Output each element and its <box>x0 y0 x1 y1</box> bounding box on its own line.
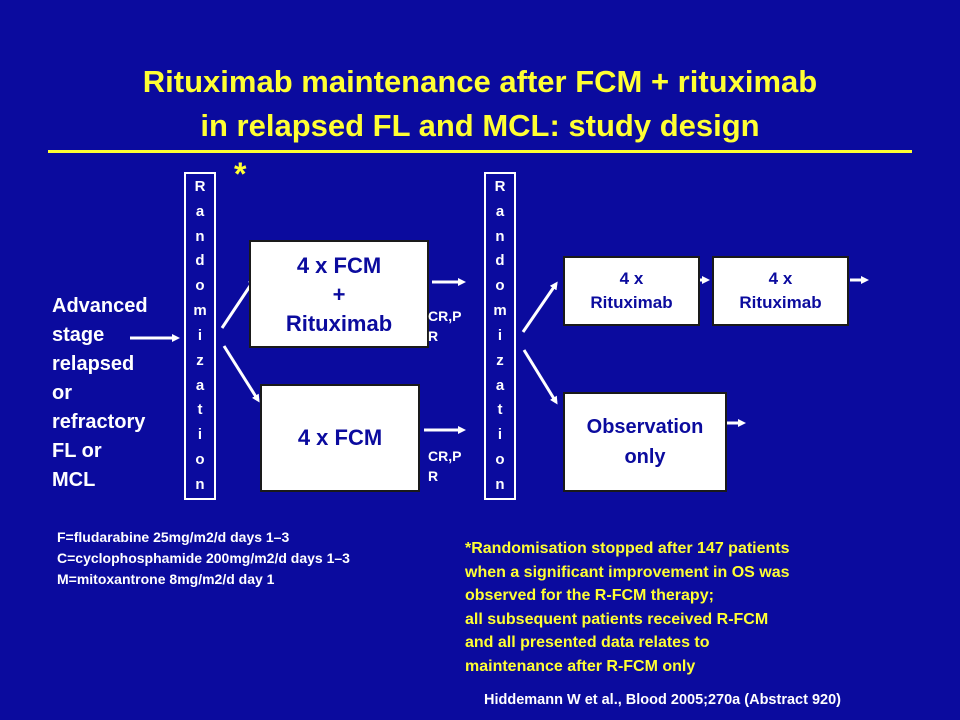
arm-fcm: 4 x FCM <box>260 384 420 492</box>
arrow-rand2-to-observation <box>522 349 558 405</box>
drug-legend: F=fludarabine 25mg/m2/d days 1–3 C=cyclo… <box>57 529 350 587</box>
arrow-rand-to-fcmr <box>220 277 256 329</box>
randomization-box-2: R a n d o m i z a t i o n <box>484 172 516 500</box>
citation: Hiddemann W et al., Blood 2005;270a (Abs… <box>484 692 841 708</box>
randomization-box-1: R a n d o m i z a t i o n <box>184 172 216 500</box>
randomisation-footnote: *Randomisation stopped after 147 patient… <box>465 540 790 675</box>
title-underline <box>48 150 912 153</box>
response-label-2: CR,P R <box>428 448 462 484</box>
maintenance-rituximab-2: 4 x Rituximab <box>712 256 849 326</box>
randomization-asterisk: * <box>234 156 247 192</box>
arm-fcm-rituximab: 4 x FCM + Rituximab <box>249 240 429 348</box>
response-label-1: CR,P R <box>428 308 462 344</box>
title-line-1: Rituximab maintenance after FCM + rituxi… <box>142 64 818 99</box>
maintenance-rituximab-1: 4 x Rituximab <box>563 256 700 326</box>
patient-population: Advanced stage relapsed or refractory FL… <box>52 295 148 491</box>
slide-title: Rituximab maintenance after FCM + rituxi… <box>0 60 960 148</box>
arrow-rand2-to-rituximab <box>521 281 558 333</box>
arrow-rand-to-fcm <box>222 345 260 403</box>
observation-only: Observation only <box>563 392 727 492</box>
title-line-2: in relapsed FL and MCL: study design <box>200 108 760 143</box>
